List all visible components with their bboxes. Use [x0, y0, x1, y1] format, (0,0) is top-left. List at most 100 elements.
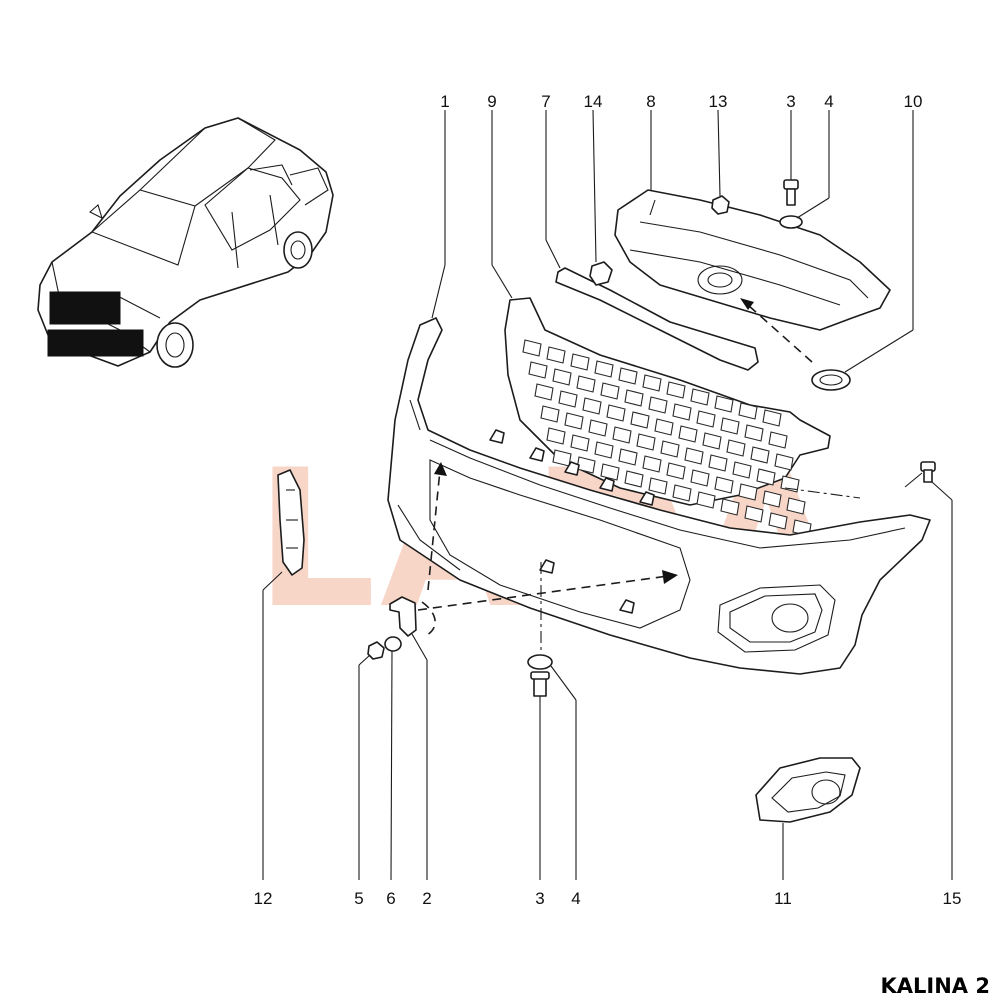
upper-grille-part [614, 189, 891, 331]
grille-mesh-cell [660, 440, 680, 458]
callout-number: 2 [422, 889, 431, 908]
screw-part-3-bottom [530, 671, 550, 697]
callout-number: 15 [943, 889, 962, 908]
grille-mesh-cell [606, 404, 626, 422]
arrow-head-icon [662, 570, 678, 584]
grille-mesh-cell [714, 476, 734, 494]
callout-number: 14 [584, 92, 603, 111]
grille-mesh-cell [750, 446, 770, 464]
grille-mesh-cell [666, 381, 686, 399]
callout-number: 10 [904, 92, 923, 111]
callout-number: 7 [541, 92, 550, 111]
grille-mesh-cell [600, 463, 620, 481]
screw-part-15 [920, 461, 936, 483]
washer-part-4-top [779, 215, 803, 229]
grille-mesh-cell [726, 439, 746, 457]
grille-mesh-cell [786, 497, 806, 515]
grille-mesh-cell [624, 470, 644, 488]
grille-mesh-cell [594, 441, 614, 459]
callout-number: 5 [354, 889, 363, 908]
bumper-clip-tab [619, 599, 635, 614]
front-bumper-part [387, 317, 931, 675]
grille-mesh-cell [546, 346, 566, 364]
callout-number: 4 [824, 92, 833, 111]
callout-number: 4 [571, 889, 580, 908]
bracket-part-12 [277, 469, 305, 576]
car-front-grille-icon [47, 291, 194, 368]
grille-mesh-cell [558, 390, 578, 408]
emblem-part-10 [811, 369, 851, 391]
arrow-head-icon [434, 462, 447, 476]
bracket-part-2 [389, 596, 417, 637]
callout-number: 9 [487, 92, 496, 111]
grille-mesh-cell [570, 353, 590, 371]
arrow-head-icon [740, 298, 754, 310]
bumper-clip-tab [529, 447, 545, 462]
grille-mesh-cell [762, 490, 782, 508]
grille-mesh-cell [666, 462, 686, 480]
grille-mesh-cell [654, 418, 674, 436]
grille-mesh-cell [702, 432, 722, 450]
grille-mesh-cell [642, 455, 662, 473]
grille-mesh-cell [594, 360, 614, 378]
grille-mesh-cell [642, 374, 662, 392]
grille-mesh-cell [672, 484, 692, 502]
grille-mesh-cell [648, 477, 668, 495]
grille-mesh-cell [756, 468, 776, 486]
grille-mesh-cell [630, 411, 650, 429]
grille-mesh-cell [624, 389, 644, 407]
bumper-clip-tab [599, 477, 615, 492]
nut-part-5 [367, 641, 385, 660]
grille-mesh-cell [600, 382, 620, 400]
car-thumbnail [37, 117, 334, 368]
axis-line-part-15 [784, 487, 861, 499]
grille-mesh-cell [696, 491, 716, 509]
grille-mesh-cell [774, 453, 794, 471]
callout-number: 13 [709, 92, 728, 111]
grille-mesh-cell [618, 367, 638, 385]
grille-mesh-cell [648, 396, 668, 414]
callout-number: 6 [386, 889, 395, 908]
grille-mesh-cell [618, 448, 638, 466]
callout-number: 3 [535, 889, 544, 908]
grille-mesh-cell [564, 412, 584, 430]
assembly-dash-curve [421, 601, 436, 637]
grille-trim-strip [555, 267, 759, 371]
grille-mesh-cell [762, 409, 782, 427]
grille-mesh-cell [720, 417, 740, 435]
grille-mesh-cell [546, 427, 566, 445]
grille-mesh-cell [534, 383, 554, 401]
bumper-clip-tab [539, 559, 555, 574]
lower-grille-mesh [522, 339, 812, 537]
grille-mesh-cell [588, 419, 608, 437]
grille-mesh-cell [768, 512, 788, 530]
grille-mesh-cell [744, 505, 764, 523]
grille-mesh-cell [738, 483, 758, 501]
grille-mesh-cell [540, 405, 560, 423]
grille-mesh-cell [768, 431, 788, 449]
grille-mesh-cell [696, 410, 716, 428]
grille-mesh-cell [732, 461, 752, 479]
grille-mesh-cell [582, 397, 602, 415]
leader-lines [262, 109, 953, 881]
grille-mesh-cell [690, 388, 710, 406]
fog-lamp-cover-part-11 [755, 757, 861, 823]
bumper-mounting-tabs [489, 429, 655, 614]
callout-number: 1 [440, 92, 449, 111]
grille-mesh-cell [672, 403, 692, 421]
grille-mesh-cell [576, 375, 596, 393]
callout-numbers: 1 9 7 14 8 13 3 4 10 12 5 6 2 3 4 11 15 [254, 92, 962, 908]
callout-number: 11 [774, 889, 792, 908]
grille-mesh-cell [690, 469, 710, 487]
grille-mesh-cell [612, 426, 632, 444]
bumper-clip-tab [564, 461, 580, 476]
grille-mesh-cell [744, 424, 764, 442]
grille-mesh-cell [570, 434, 590, 452]
assembly-dash-line-a [417, 575, 669, 611]
grille-mesh-cell [636, 433, 656, 451]
screw-part-3-top [783, 179, 799, 206]
bumper-clip-tab [489, 429, 505, 444]
callout-number: 12 [254, 889, 273, 908]
lower-grille-part [504, 297, 831, 537]
